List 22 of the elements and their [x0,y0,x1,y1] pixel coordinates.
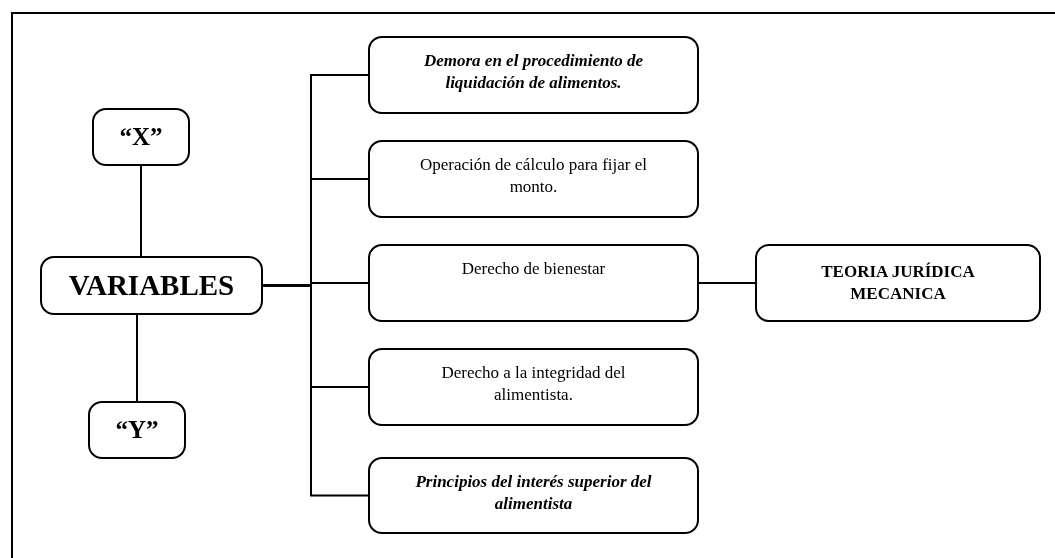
concept-box [368,457,699,534]
node-text: “Y” [114,414,160,445]
theory-box [755,244,1041,322]
node-text: “X” [118,121,164,152]
connector-line [698,282,756,284]
concept-box [368,140,699,218]
node-text: VARIABLES [67,267,236,303]
concept-box [368,36,699,114]
connector-line [136,314,138,402]
connector-line [140,165,142,257]
node-text: TEORIA JURÍDICA MECANICA [820,260,976,305]
main-concept-box [40,256,263,315]
node-text: Principios del interés superior del alimentista [414,471,653,516]
concept-box [368,244,699,322]
node-text: Demora en el procedimiento de liquidación de alimentos. [422,50,645,95]
connector-line [262,284,369,497]
variable-box [88,401,186,459]
node-text: Derecho a la integridad del alimentista. [440,362,627,407]
node-text: Derecho de bienestar [460,258,607,280]
node-text: Operación de cálculo para fijar el monto. [419,154,648,199]
concept-box [368,348,699,426]
variable-box [92,108,190,166]
